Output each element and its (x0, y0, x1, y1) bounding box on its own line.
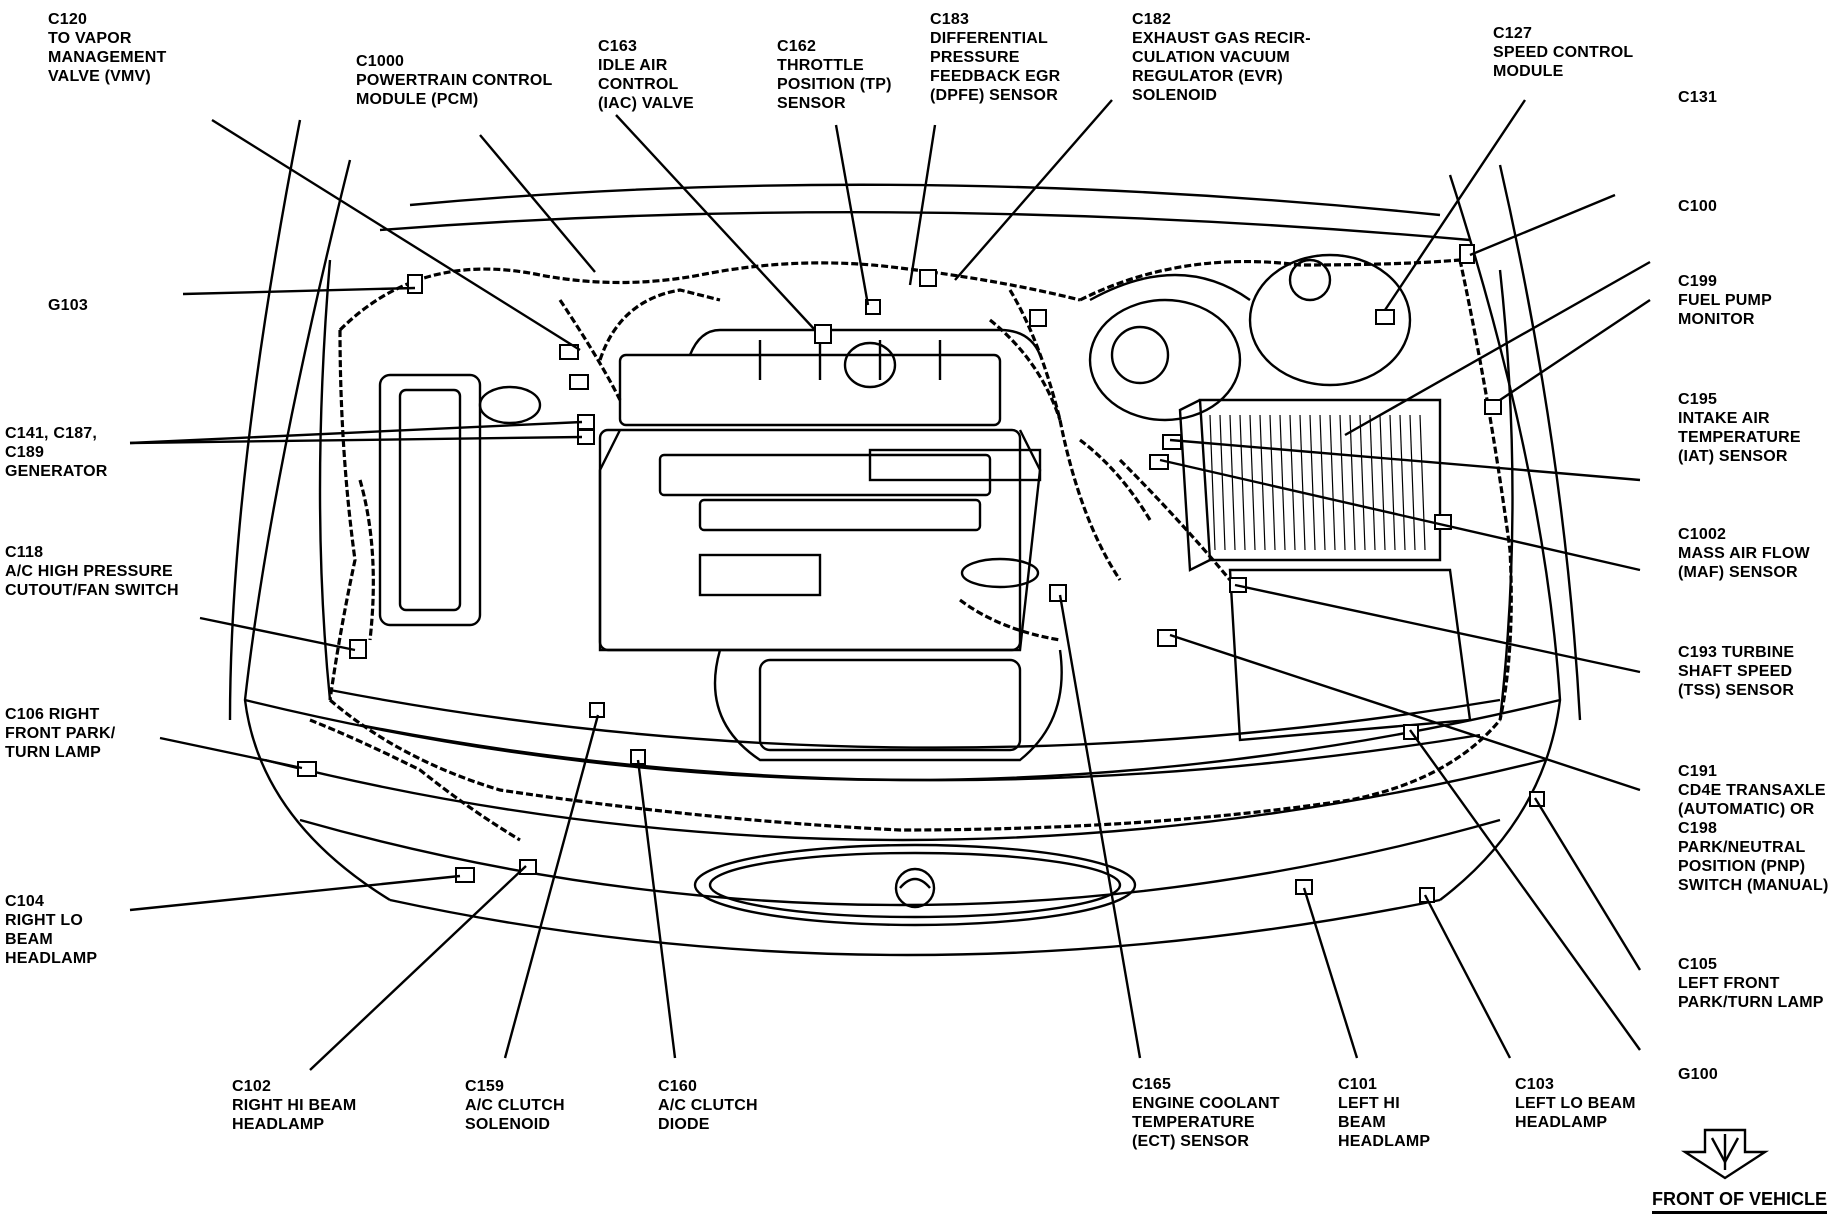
label-c131: C131 (1678, 89, 1718, 106)
label-c103: C103 LEFT LO BEAM HEADLAMP (1515, 1076, 1636, 1131)
label-c104: C104 RIGHT LO BEAM HEADLAMP (5, 893, 98, 967)
label-c160: C160 A/C CLUTCH DIODE (658, 1078, 758, 1133)
label-c182: C182 EXHAUST GAS RECIR- CULATION VACUUM … (1132, 11, 1311, 104)
label-c159: C159 A/C CLUTCH SOLENOID (465, 1078, 565, 1133)
label-c120: C120 TO VAPOR MANAGEMENT VALVE (VMV) (48, 11, 167, 85)
leader-lines (129, 99, 1651, 1071)
label-c106: C106 RIGHT FRONT PARK/ TURN LAMP (5, 706, 116, 761)
label-c1000: C1000 POWERTRAIN CONTROL MODULE (PCM) (356, 53, 553, 108)
label-c105: C105 LEFT FRONT PARK/TURN LAMP (1678, 956, 1824, 1011)
label-g103: G103 (48, 297, 88, 314)
label-c118: C118 A/C HIGH PRESSURE CUTOUT/FAN SWITCH (5, 544, 179, 599)
label-g100: G100 (1678, 1066, 1718, 1083)
label-c195: C195 INTAKE AIR TEMPERATURE (IAT) SENSOR (1678, 391, 1801, 465)
front-of-vehicle-arrow-icon (1680, 1128, 1770, 1180)
label-c199: C199 FUEL PUMP MONITOR (1678, 273, 1772, 328)
label-c101: C101 LEFT HI BEAM HEADLAMP (1338, 1076, 1431, 1150)
front-of-vehicle-label: FRONT OF VEHICLE (1652, 1188, 1827, 1214)
label-c191: C191 CD4E TRANSAXLE (AUTOMATIC) OR C198 … (1678, 763, 1829, 894)
connectors (297, 244, 1545, 903)
label-c102: C102 RIGHT HI BEAM HEADLAMP (232, 1078, 357, 1133)
label-c162: C162 THROTTLE POSITION (TP) SENSOR (777, 38, 892, 112)
label-c183: C183 DIFFERENTIAL PRESSURE FEEDBACK EGR … (930, 11, 1061, 104)
label-c193: C193 TURBINE SHAFT SPEED (TSS) SENSOR (1678, 644, 1795, 699)
label-c165: C165 ENGINE COOLANT TEMPERATURE (ECT) SE… (1132, 1076, 1280, 1150)
label-c127: C127 SPEED CONTROL MODULE (1493, 25, 1634, 80)
label-c141: C141, C187, C189 GENERATOR (5, 425, 108, 480)
label-c1002: C1002 MASS AIR FLOW (MAF) SENSOR (1678, 526, 1810, 581)
label-c100: C100 (1678, 198, 1718, 215)
wiring-harness (309, 258, 1513, 842)
label-c163: C163 IDLE AIR CONTROL (IAC) VALVE (598, 38, 694, 112)
